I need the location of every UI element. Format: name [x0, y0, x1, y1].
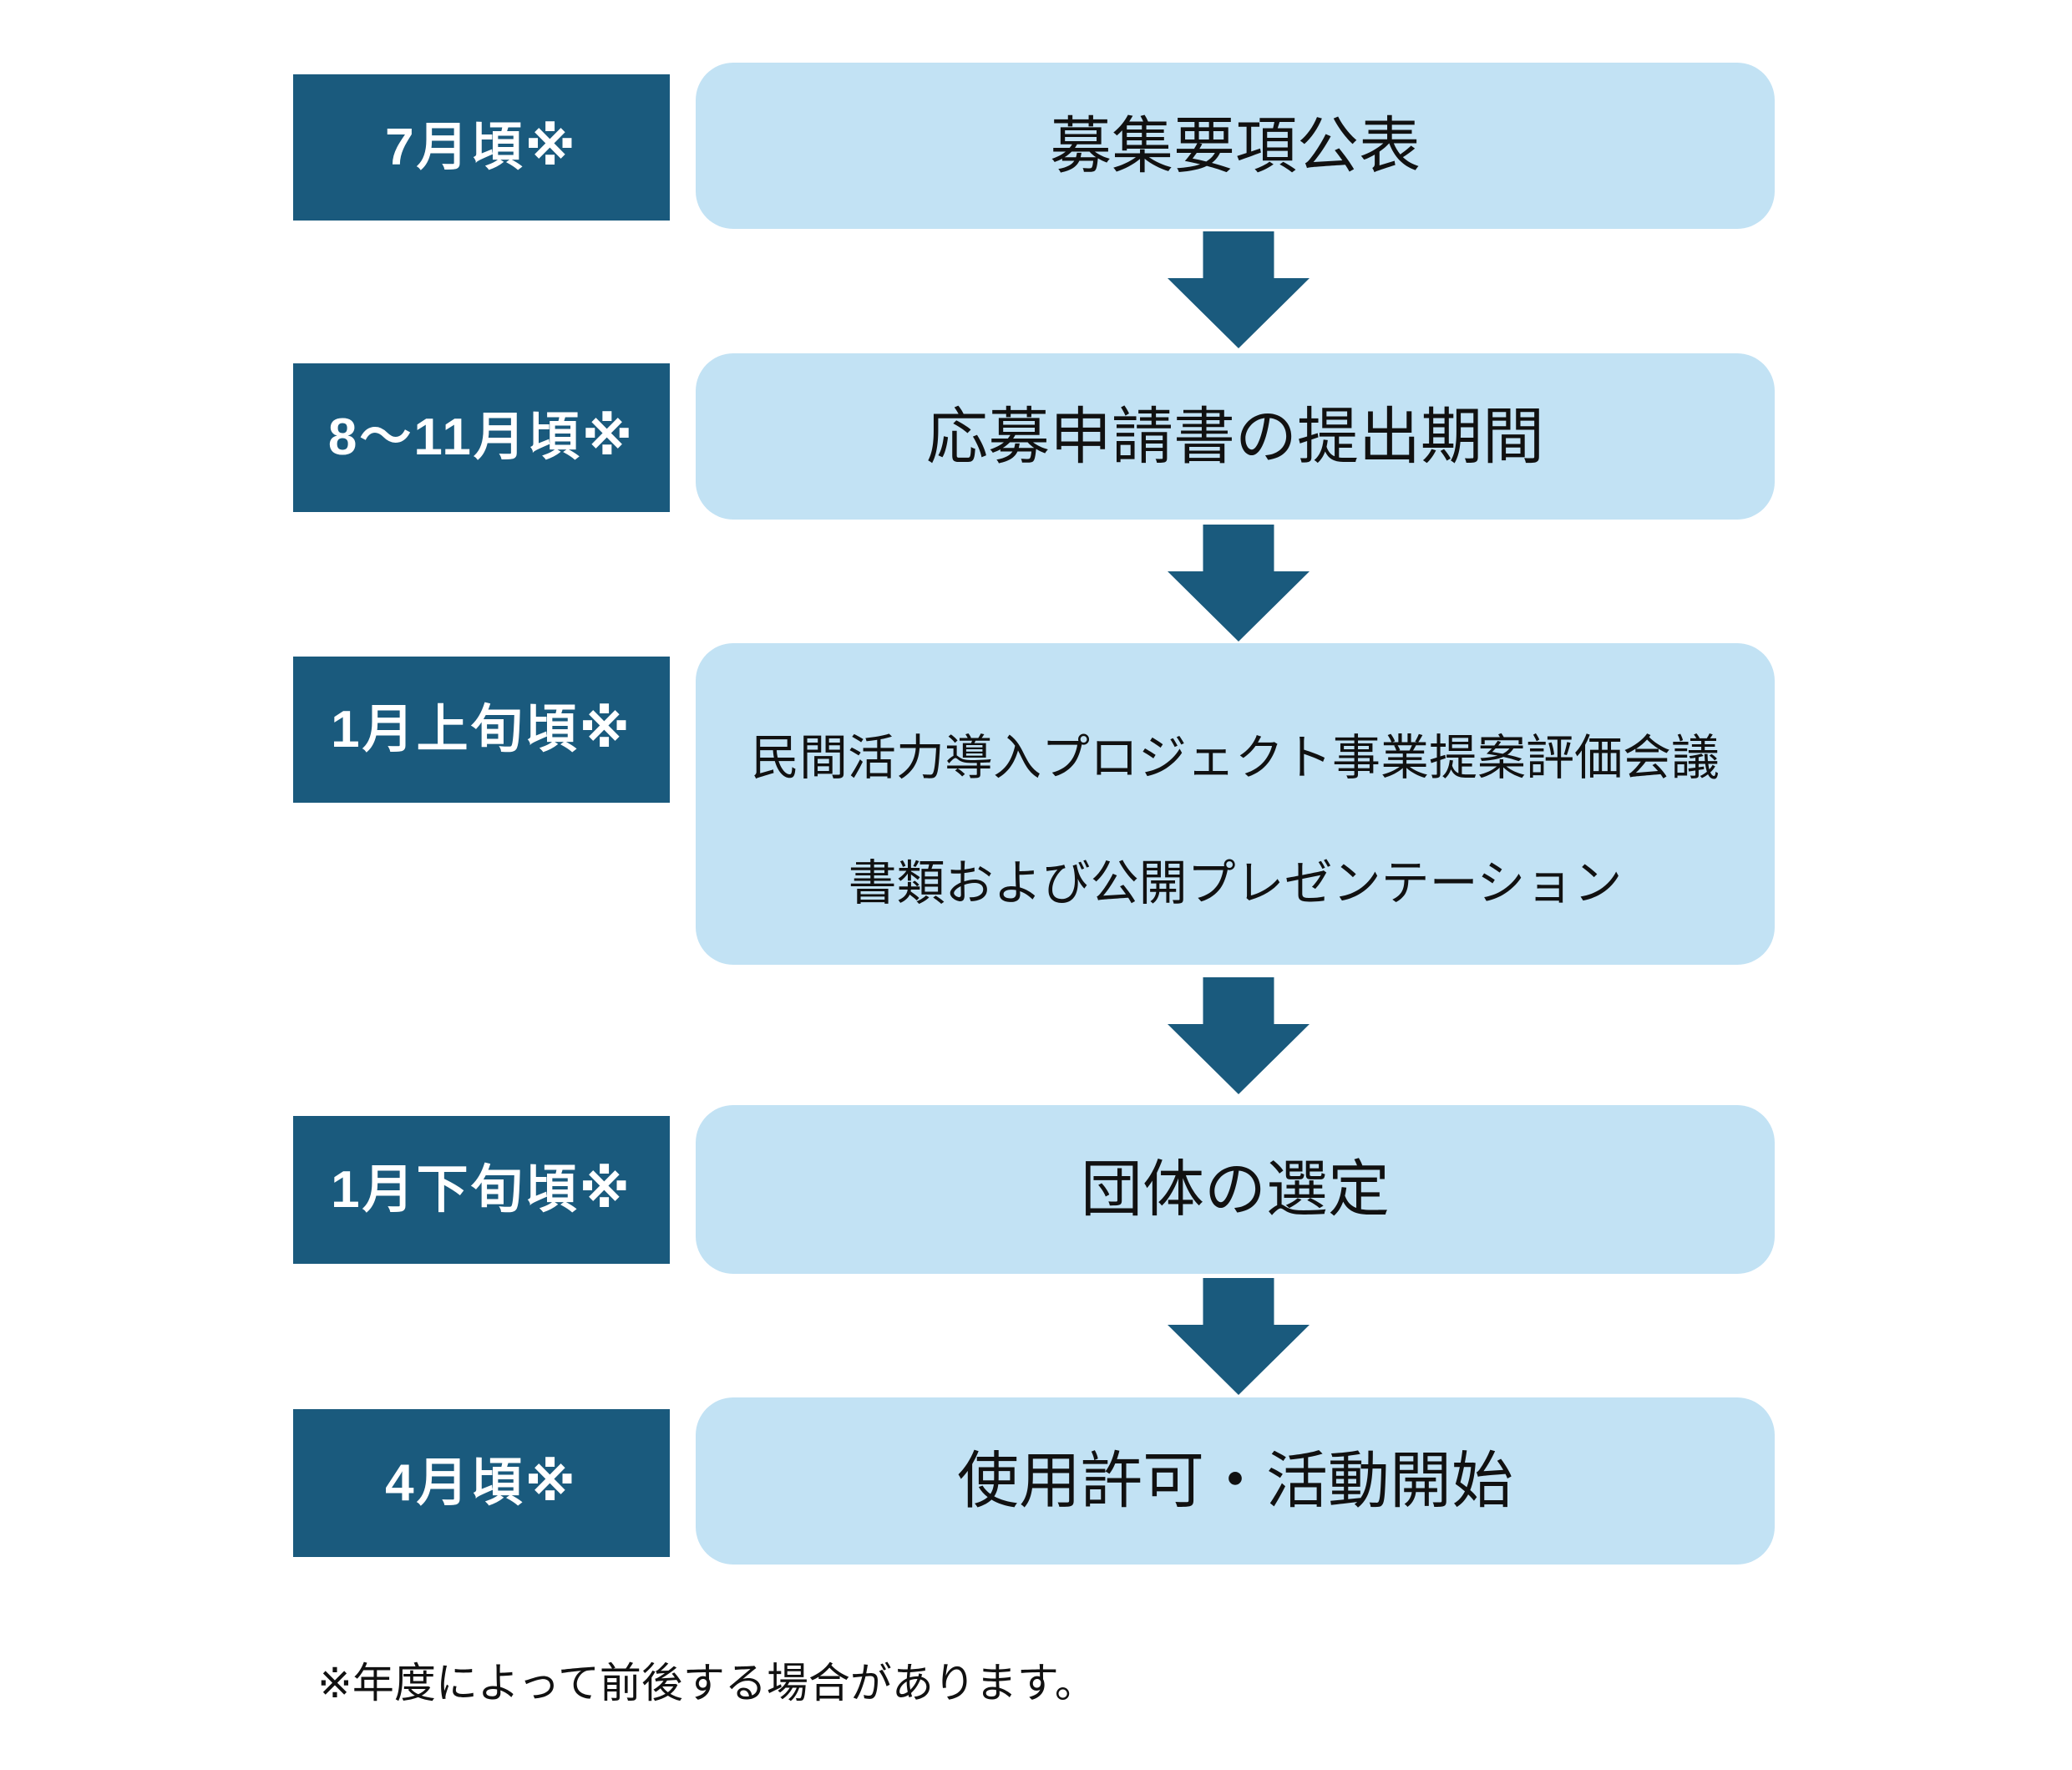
date-label: 4月頃※ [385, 1453, 578, 1512]
step-box-row4: 団体の選定 [696, 1105, 1775, 1274]
down-arrow-icon-4 [1168, 1278, 1310, 1395]
date-label: 8～11月頃※ [327, 408, 636, 466]
step-label: 応募申請書の提出期間 [926, 401, 1544, 471]
date-box-row5: 4月頃※ [293, 1409, 670, 1557]
date-box-row3: 1月上旬頃※ [293, 657, 670, 803]
step-box-row1: 募集要項公表 [696, 63, 1775, 229]
step-label: 募集要項公表 [1050, 110, 1421, 180]
date-label: 1月下旬頃※ [331, 1160, 632, 1219]
date-box-row1: 7月頃※ [293, 74, 670, 221]
step-label-line1: 民間活力導入プロジェクト事業提案評価会議 [750, 730, 1720, 785]
down-arrow-icon-3 [1168, 977, 1310, 1094]
down-arrow-icon-2 [1168, 525, 1310, 642]
step-box-row3: 民間活力導入プロジェクト事業提案評価会議 書類および公開プレゼンテーション [696, 643, 1775, 965]
step-label: 団体の選定 [1081, 1154, 1390, 1224]
date-box-row2: 8～11月頃※ [293, 363, 670, 512]
date-label: 7月頃※ [385, 118, 578, 176]
down-arrow-icon-1 [1168, 231, 1310, 348]
footnote-text: ※年度によって前後する場合があります。 [317, 1660, 1097, 1707]
step-box-row2: 応募申請書の提出期間 [696, 353, 1775, 520]
step-box-row5: 使用許可・活動開始 [696, 1397, 1775, 1565]
date-box-row4: 1月下旬頃※ [293, 1116, 670, 1264]
step-label-line2: 書類および公開プレゼンテーション [848, 855, 1623, 910]
step-label: 使用許可・活動開始 [957, 1446, 1513, 1515]
date-label: 1月上旬頃※ [331, 700, 632, 758]
